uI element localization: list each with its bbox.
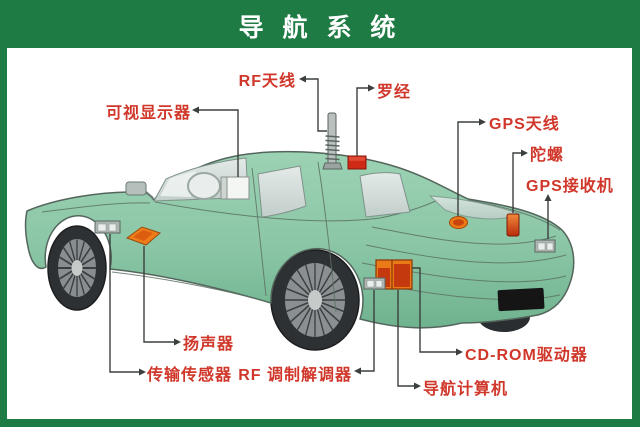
body-creases (41, 161, 567, 313)
frame-right-border (632, 48, 640, 419)
gps-receiver-component (534, 239, 556, 253)
steering-wheel (187, 172, 221, 200)
label-rf-antenna: RF天线 (238, 73, 296, 90)
label-compass: 罗经 (377, 84, 412, 101)
speaker-component (125, 226, 161, 246)
leader-arrowheads (139, 75, 552, 390)
transmission-sensor-component (94, 220, 121, 234)
label-visual-display: 可视显示器 (105, 105, 191, 122)
side-mirror (125, 181, 154, 199)
rear-quarter-window (359, 172, 411, 218)
label-gps-receiver: GPS接收机 (526, 178, 614, 195)
label-rf-modem: RF 调制解调器 (238, 367, 352, 384)
front-wheel (47, 225, 107, 311)
leader-lines (109, 78, 549, 387)
label-cdrom-drive: CD-ROM驱动器 (465, 347, 588, 364)
frame-left-border (0, 48, 7, 419)
gyro-component (506, 213, 520, 237)
label-gyro: 陀螺 (530, 147, 565, 164)
rear-left-wheel (270, 249, 360, 351)
title-bar: 导 航 系 统 (0, 0, 640, 48)
windshield-highlight (160, 171, 196, 197)
rear-panel (497, 287, 545, 312)
label-transmission-sensor: 传输传感器 (147, 367, 233, 384)
label-nav-computer: 导航计算机 (423, 381, 509, 398)
compass-component (347, 155, 367, 170)
page-title: 导 航 系 统 (238, 14, 402, 42)
gps-antenna-component (449, 216, 468, 229)
label-speaker: 扬声器 (183, 336, 235, 353)
rf-antenna-component (322, 112, 343, 170)
front-door-window (257, 165, 307, 218)
rf-modem-component (363, 277, 386, 290)
frame-bottom-border (0, 419, 640, 427)
label-gps-antenna: GPS天线 (489, 116, 560, 133)
display-component (220, 176, 250, 200)
